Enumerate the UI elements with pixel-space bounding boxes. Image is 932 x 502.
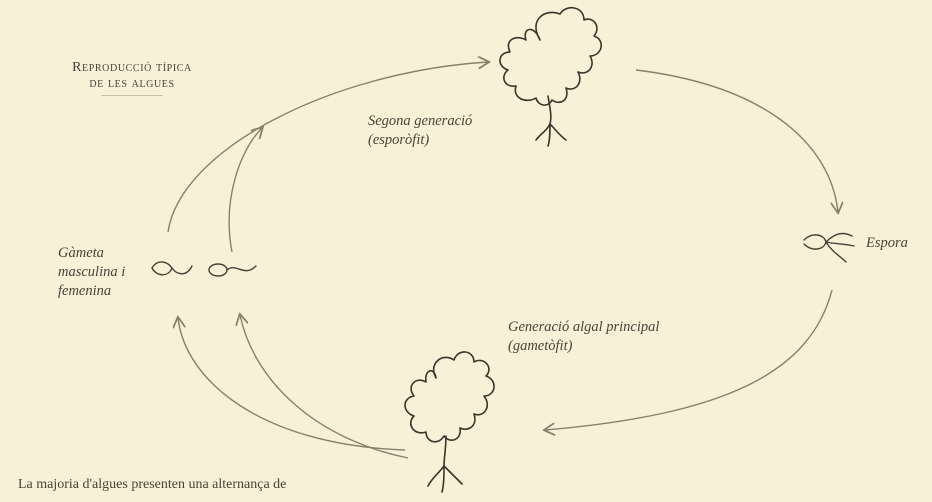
female-gamete-icon [209, 264, 256, 276]
diagram-title: Reproducció típica de les algues [52, 60, 212, 96]
sporophyte-label-line-1: Segona generació [368, 112, 472, 131]
arrow-female-gamete-to-sporophyte [229, 128, 262, 252]
gametes-label-line-1: Gàmeta [58, 244, 125, 263]
arrow-gametophyte-to-gametes [178, 318, 405, 450]
gametophyte-label: Generació algal principal (gametòfit) [508, 318, 659, 356]
gametes-label: Gàmeta masculina i femenina [58, 244, 125, 301]
gametes-label-line-3: femenina [58, 282, 125, 301]
spore-label: Espora [866, 234, 908, 253]
arrow-sporophyte-to-spore [636, 70, 838, 212]
male-gamete-icon [152, 262, 192, 275]
gametophyte-label-line-2: (gametòfit) [508, 337, 659, 356]
sporophyte-label: Segona generació (esporòfit) [368, 112, 472, 150]
sporophyte-thallus-icon [500, 8, 601, 146]
title-underline [101, 95, 163, 96]
caption-text: La majoria d'algues presenten una altern… [18, 477, 286, 493]
title-line-1: Reproducció típica [52, 60, 212, 76]
sporophyte-label-line-2: (esporòfit) [368, 131, 472, 150]
gametophyte-label-line-1: Generació algal principal [508, 318, 659, 337]
gametophyte-thallus-icon [405, 352, 494, 492]
spore-icon [804, 234, 854, 262]
arrow-gametophyte-to-female-gamete [240, 315, 408, 458]
arrow-spore-to-gametophyte [545, 290, 832, 430]
gametes-label-line-2: masculina i [58, 263, 125, 282]
title-line-2: de les algues [52, 76, 212, 92]
